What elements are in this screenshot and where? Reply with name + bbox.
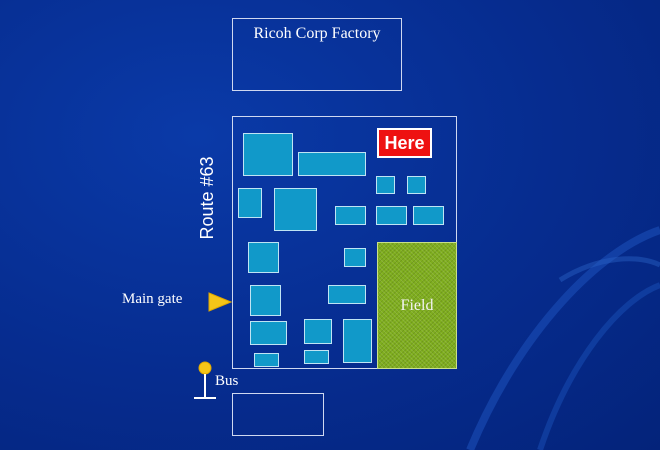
bus-terminal-building	[232, 393, 324, 436]
main-gate-label: Main gate	[122, 291, 183, 307]
building	[238, 188, 262, 218]
bus-stop-icon	[194, 361, 216, 399]
here-marker: Here	[377, 128, 432, 158]
here-label: Here	[384, 132, 425, 153]
building	[304, 350, 329, 364]
building	[274, 188, 317, 231]
building	[298, 152, 366, 176]
building	[413, 206, 444, 225]
route-label: Route #63	[197, 156, 217, 240]
field-area: Field	[377, 242, 457, 369]
field-label: Field	[400, 296, 434, 314]
bus-label: Bus	[215, 373, 239, 389]
building	[335, 206, 366, 225]
building	[344, 248, 366, 267]
building	[343, 319, 372, 363]
building	[250, 321, 287, 345]
building	[328, 285, 366, 304]
building	[407, 176, 426, 194]
building	[304, 319, 332, 344]
building	[243, 133, 293, 176]
gate-arrow-icon	[208, 292, 233, 312]
factory-label: Ricoh Corp Factory	[253, 25, 381, 42]
building	[376, 176, 395, 194]
building	[248, 242, 279, 273]
factory-building: Ricoh Corp Factory	[232, 18, 402, 91]
building	[250, 285, 281, 316]
building	[376, 206, 407, 225]
building	[254, 353, 279, 367]
